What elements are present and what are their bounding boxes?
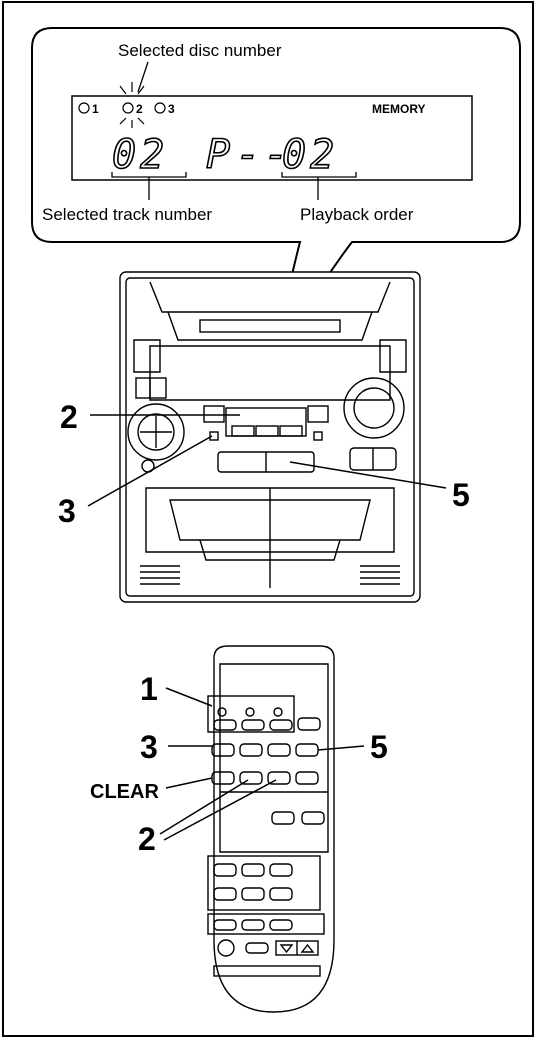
remote-tune-down-button[interactable] bbox=[271, 811, 295, 825]
remote-tape-group bbox=[207, 855, 321, 911]
right-upper-block bbox=[379, 339, 407, 373]
remote-tape-rewind-button[interactable] bbox=[241, 887, 265, 901]
left-knob-inner bbox=[137, 413, 175, 451]
remote-power-button[interactable] bbox=[217, 939, 235, 957]
remote-mute-button[interactable] bbox=[245, 942, 269, 954]
remote-skip-forward-button[interactable] bbox=[267, 771, 291, 785]
disc-button-group bbox=[207, 695, 295, 733]
program-dash: -- bbox=[236, 132, 292, 178]
remote-callout-clear-leader bbox=[165, 777, 213, 789]
disc-number-2: 2 bbox=[136, 102, 143, 116]
caption-playback-order: Playback order bbox=[300, 205, 414, 224]
disc-icon bbox=[78, 102, 90, 114]
volume-down-icon bbox=[279, 944, 294, 954]
remote-tape-record-button[interactable] bbox=[213, 887, 237, 901]
unit-callout-2: 2 bbox=[60, 399, 78, 435]
remote-function-button-1[interactable] bbox=[213, 919, 237, 931]
disc-icon bbox=[154, 102, 166, 114]
disc-icon bbox=[122, 102, 134, 114]
main-unit-illustration bbox=[119, 271, 421, 603]
cassette-deck bbox=[145, 487, 395, 553]
remote-function-button-2[interactable] bbox=[241, 919, 265, 931]
caption-selected-track: Selected track number bbox=[42, 205, 212, 224]
remote-button-row3-right[interactable] bbox=[295, 771, 319, 785]
remote-callout-2-leader-a bbox=[159, 779, 249, 835]
left-button-pair bbox=[135, 377, 167, 399]
unit-indicator-square-right bbox=[313, 431, 323, 441]
remote-tape-reverse-button[interactable] bbox=[269, 863, 293, 877]
disc-number-1: 1 bbox=[92, 102, 99, 116]
remote-button-top-right[interactable] bbox=[297, 717, 321, 731]
unit-callout-3-leader bbox=[87, 435, 213, 507]
remote-function-group bbox=[207, 913, 325, 935]
tray-slot bbox=[199, 319, 341, 333]
remote-callout-3: 3 bbox=[140, 729, 158, 765]
remote-disc-button-3[interactable] bbox=[269, 707, 293, 731]
unit-callout-5-leader bbox=[289, 461, 447, 489]
remote-pause-button[interactable] bbox=[239, 743, 263, 757]
remote-skip-back-button[interactable] bbox=[239, 771, 263, 785]
remote-callout-1-leader bbox=[165, 687, 213, 707]
remote-disc-button-1[interactable] bbox=[213, 707, 237, 731]
disc-indicator-2: 2 bbox=[119, 82, 145, 128]
memory-indicator: MEMORY bbox=[372, 102, 426, 116]
top-tray bbox=[149, 281, 391, 313]
remote-tape-stop-button[interactable] bbox=[241, 863, 265, 877]
remote-tape-play-button[interactable] bbox=[213, 863, 237, 877]
remote-callout-2: 2 bbox=[138, 821, 156, 857]
remote-callout-2-leader-b bbox=[163, 779, 277, 841]
unit-small-left bbox=[203, 405, 225, 423]
remote-control-illustration bbox=[207, 645, 335, 1013]
deck-lip bbox=[199, 539, 341, 561]
lcd-panel bbox=[71, 95, 473, 181]
remote-tape-ff-button[interactable] bbox=[269, 887, 293, 901]
order-bracket bbox=[281, 172, 357, 178]
blink-rays-icon bbox=[119, 82, 145, 128]
unit-inner-frame bbox=[125, 277, 415, 597]
disc-indicator-3: 3 bbox=[154, 102, 175, 116]
remote-tune-up-button[interactable] bbox=[301, 811, 325, 825]
remote-callout-5: 5 bbox=[370, 729, 388, 765]
disc-caption-leader bbox=[137, 61, 149, 93]
left-upper-block bbox=[133, 339, 161, 373]
volume-knob-inner bbox=[353, 387, 395, 429]
unit-callout-5: 5 bbox=[452, 477, 470, 513]
disc-number-3: 3 bbox=[168, 102, 175, 116]
vent-lines-right bbox=[360, 565, 400, 585]
remote-callout-5-leader bbox=[317, 745, 365, 751]
remote-body bbox=[213, 645, 335, 1013]
unit-small-right bbox=[307, 405, 329, 423]
unit-button-c bbox=[279, 425, 303, 437]
unit-indicator-square bbox=[209, 431, 219, 441]
top-tray-lip bbox=[167, 311, 373, 341]
remote-callout-1: 1 bbox=[140, 671, 158, 707]
remote-face bbox=[219, 663, 329, 853]
track-digits: 02 bbox=[112, 132, 168, 178]
remote-bottom-strip bbox=[213, 965, 321, 977]
volume-up-icon bbox=[300, 943, 315, 953]
left-knob bbox=[127, 403, 185, 461]
volume-knob bbox=[343, 377, 405, 439]
remote-stop-button[interactable] bbox=[267, 743, 291, 757]
remote-callout-clear: CLEAR bbox=[90, 781, 159, 803]
order-digits: 02 bbox=[282, 132, 338, 178]
unit-body bbox=[119, 271, 421, 603]
unit-button-a bbox=[231, 425, 255, 437]
caption-selected-disc: Selected disc number bbox=[118, 41, 282, 60]
vent-lines-left bbox=[140, 565, 180, 585]
remote-disc-button-2[interactable] bbox=[241, 707, 265, 731]
unit-callout-3: 3 bbox=[58, 493, 76, 529]
remote-button-memory[interactable] bbox=[211, 743, 235, 757]
deck-door bbox=[169, 499, 371, 541]
disc-indicator-1: 1 bbox=[78, 102, 99, 116]
unit-button-b bbox=[255, 425, 279, 437]
program-letter: P bbox=[206, 132, 234, 178]
remote-function-button-3[interactable] bbox=[269, 919, 293, 931]
